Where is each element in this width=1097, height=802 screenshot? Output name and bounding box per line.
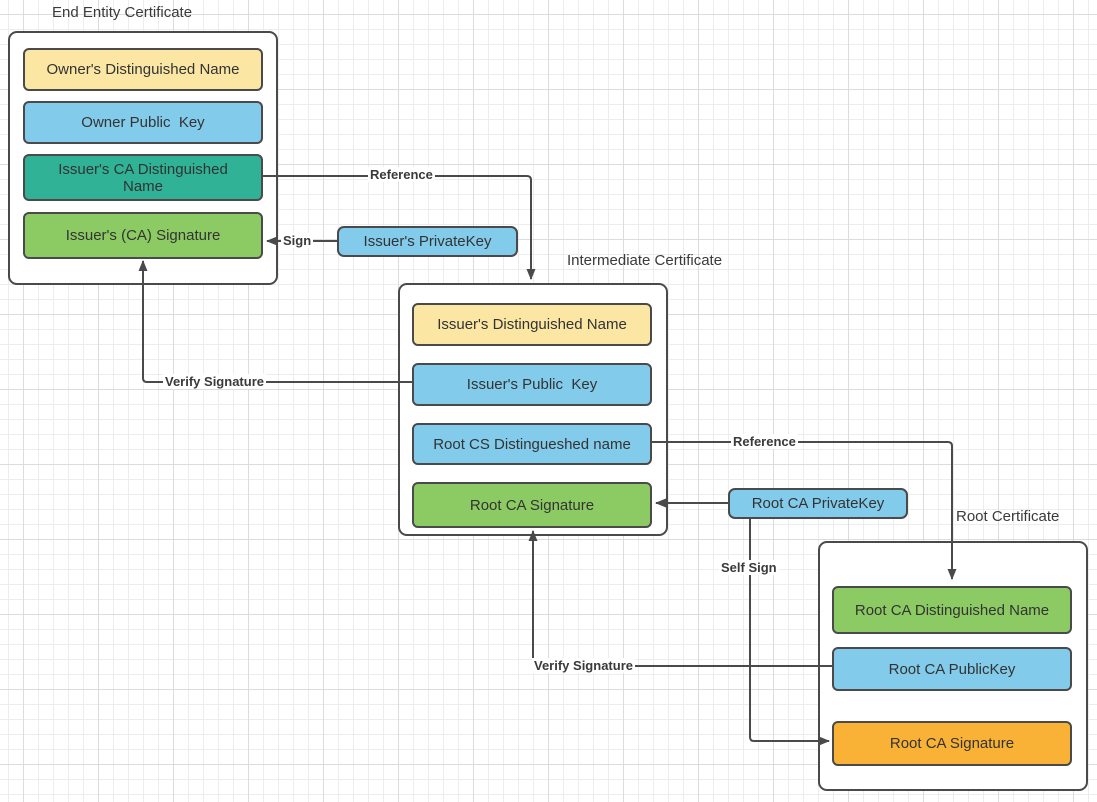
sign-label: Sign xyxy=(281,233,314,248)
root-certificate-title: Root Certificate xyxy=(956,508,1060,525)
root-ca-signature-box-intermediate[interactable]: Root CA Signature xyxy=(412,482,652,528)
reference-arrow-intermediate[interactable] xyxy=(652,441,957,580)
root-ca-publickey-box[interactable]: Root CA PublicKey xyxy=(832,647,1072,691)
self-sign-arrow[interactable] xyxy=(749,519,830,746)
verify-signature-arrow-1[interactable] xyxy=(138,260,412,383)
intermediate-certificate-box[interactable]: Issuer's Distinguished Name Issuer's Pub… xyxy=(398,283,668,536)
issuers-distinguished-name-box[interactable]: Issuer's Distinguished Name xyxy=(412,303,652,346)
reference-label-1: Reference xyxy=(368,167,435,182)
verify-signature-arrow-2[interactable] xyxy=(528,530,832,667)
verify-signature-label-1: Verify Signature xyxy=(163,374,266,389)
owners-distinguished-name-box[interactable]: Owner's Distinguished Name xyxy=(23,48,263,91)
end-entity-certificate-title: End Entity Certificate xyxy=(52,4,193,21)
root-certificate-box[interactable]: Root CA Distinguished Name Root CA Publi… xyxy=(818,541,1088,791)
issuers-privatekey-box[interactable]: Issuer's PrivateKey xyxy=(337,226,518,257)
root-ca-signature-box-root[interactable]: Root CA Signature xyxy=(832,721,1072,766)
end-entity-certificate-box[interactable]: Owner's Distinguished Name Owner Public … xyxy=(8,31,278,285)
root-ca-privatekey-box[interactable]: Root CA PrivateKey xyxy=(728,488,908,519)
root-ca-distinguished-name-box[interactable]: Root CA Distinguished Name xyxy=(832,586,1072,634)
self-sign-label: Self Sign xyxy=(719,560,779,575)
issuers-ca-distinguished-name-box[interactable]: Issuer's CA Distinguished Name xyxy=(23,154,263,201)
verify-signature-label-2: Verify Signature xyxy=(532,658,635,673)
issuers-ca-signature-box[interactable]: Issuer's (CA) Signature xyxy=(23,212,263,259)
reference-label-2: Reference xyxy=(731,434,798,449)
issuers-public-key-box[interactable]: Issuer's Public Key xyxy=(412,363,652,406)
owner-public-key-box[interactable]: Owner Public Key xyxy=(23,101,263,144)
root-cs-distingueshed-name-box[interactable]: Root CS Distingueshed name xyxy=(412,423,652,465)
reference-arrow-end-entity[interactable] xyxy=(262,175,536,280)
intermediate-certificate-title: Intermediate Certificate xyxy=(567,252,723,269)
